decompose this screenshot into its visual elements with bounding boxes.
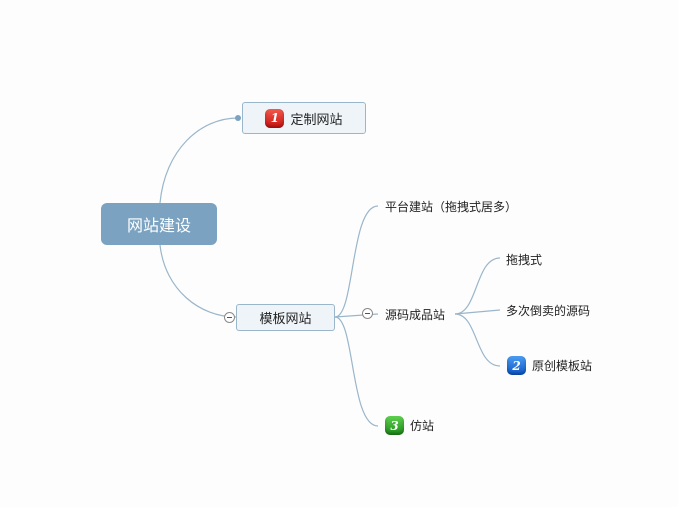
subtopic-clone[interactable]: 3 仿站 <box>385 416 434 435</box>
leaf-resold-source-label: 多次倒卖的源码 <box>506 304 591 318</box>
topic-template-website[interactable]: 模板网站 <box>236 304 335 331</box>
collapse-source-icon[interactable] <box>362 308 373 319</box>
root-topic[interactable]: 网站建设 <box>101 203 217 245</box>
priority-2-icon: 2 <box>507 356 526 375</box>
subtopic-platform[interactable]: 平台建站（拖拽式居多） <box>385 198 517 215</box>
leaf-resold-source[interactable]: 多次倒卖的源码 <box>506 302 590 319</box>
subtopic-source-site-label: 源码成品站 <box>385 308 446 322</box>
priority-1-icon: 1 <box>265 108 285 128</box>
leaf-drag-label: 拖拽式 <box>506 253 543 267</box>
topic-custom-website[interactable]: 1 定制网站 <box>242 102 366 134</box>
collapse-template-icon[interactable] <box>224 312 235 323</box>
root-topic-label: 网站建设 <box>126 216 191 235</box>
priority-3-icon: 3 <box>385 416 404 435</box>
subtopic-source-site[interactable]: 源码成品站 <box>385 306 445 323</box>
link-source-original <box>454 313 501 367</box>
leaf-original-template-label: 原创模板站 <box>532 359 593 373</box>
subtopic-clone-label: 仿站 <box>410 419 435 433</box>
leaf-original-template[interactable]: 2 原创模板站 <box>507 356 592 375</box>
link-root-template <box>159 244 237 318</box>
subtopic-platform-label: 平台建站（拖拽式居多） <box>385 200 518 214</box>
leaf-drag[interactable]: 拖拽式 <box>506 251 542 268</box>
link-source-resold <box>454 309 501 315</box>
link-template-platform <box>334 205 379 318</box>
link-dot <box>235 115 241 121</box>
topic-template-website-label: 模板网站 <box>259 312 312 327</box>
topic-custom-website-label: 定制网站 <box>290 112 343 128</box>
link-template-clone <box>334 316 379 427</box>
link-source-drag <box>454 257 501 315</box>
link-root-custom <box>159 117 239 204</box>
